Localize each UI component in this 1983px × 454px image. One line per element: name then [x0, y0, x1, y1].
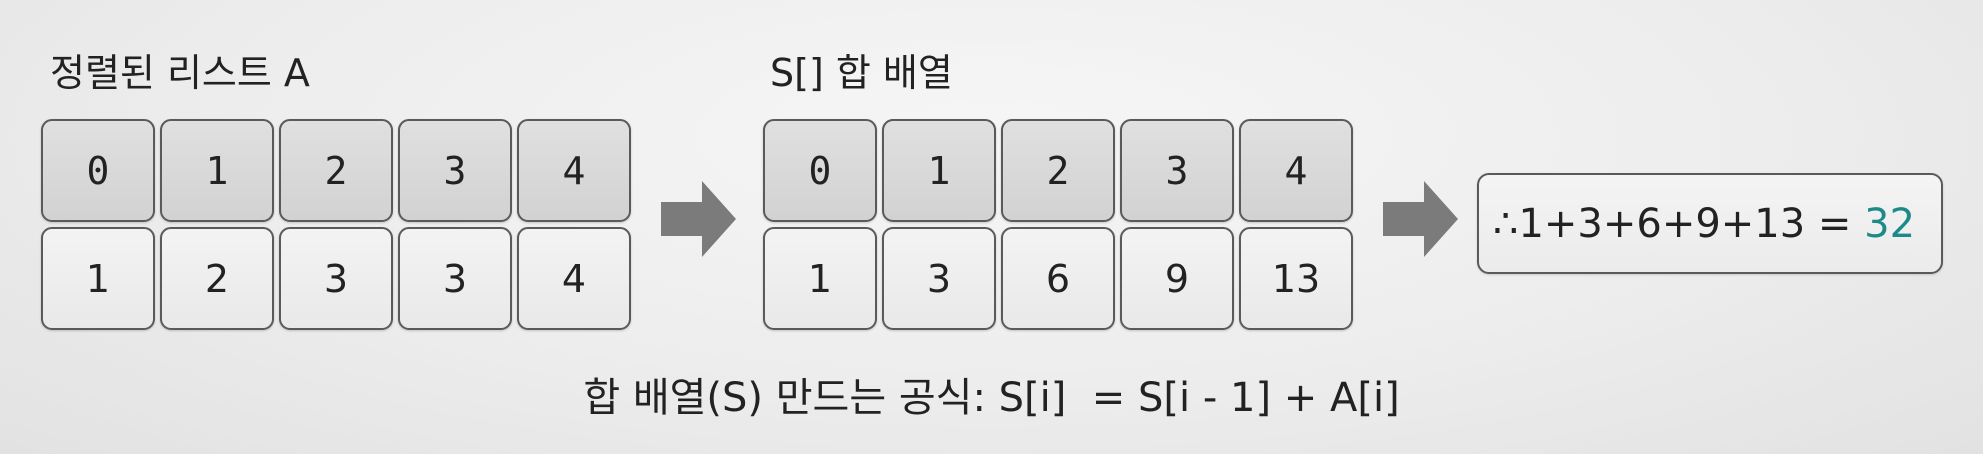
sum-array-grid: 0 1 2 3 4 1 3 6 9 13: [763, 119, 1353, 330]
sum-index-cell: 4: [1239, 119, 1353, 222]
sum-value-cell: 9: [1120, 227, 1234, 330]
list-index-cell: 2: [279, 119, 393, 222]
result-box: ∴1+3+6+9+13 = 32: [1477, 173, 1943, 274]
list-value-cell: 2: [160, 227, 274, 330]
right-arrow-icon: [661, 181, 736, 257]
list-value-cell: 3: [398, 227, 512, 330]
list-index-cell: 4: [517, 119, 631, 222]
sum-array-formula: 합 배열(S) 만드는 공식: S[i] = S[i - 1] + A[i]: [583, 375, 1400, 421]
right-arrow-icon: [1383, 181, 1458, 257]
list-index-cell: 1: [160, 119, 274, 222]
sorted-list-title: 정렬된 리스트 A: [50, 51, 310, 95]
sum-index-cell: 1: [882, 119, 996, 222]
list-value-cell: 1: [41, 227, 155, 330]
list-value-cell: 3: [279, 227, 393, 330]
sorted-list-grid: 0 1 2 3 4 1 2 3 3 4: [41, 119, 631, 330]
sum-index-cell: 3: [1120, 119, 1234, 222]
list-index-cell: 3: [398, 119, 512, 222]
sum-value-cell: 3: [882, 227, 996, 330]
list-value-cell: 4: [517, 227, 631, 330]
sum-index-cell: 2: [1001, 119, 1115, 222]
list-index-cell: 0: [41, 119, 155, 222]
sum-value-cell: 1: [763, 227, 877, 330]
sum-value-cell: 6: [1001, 227, 1115, 330]
result-total: 32: [1864, 200, 1916, 247]
sum-value-cell: 13: [1239, 227, 1353, 330]
result-expression: ∴1+3+6+9+13 =: [1493, 200, 1865, 247]
sum-index-cell: 0: [763, 119, 877, 222]
sum-array-title: S[] 합 배열: [770, 51, 953, 95]
